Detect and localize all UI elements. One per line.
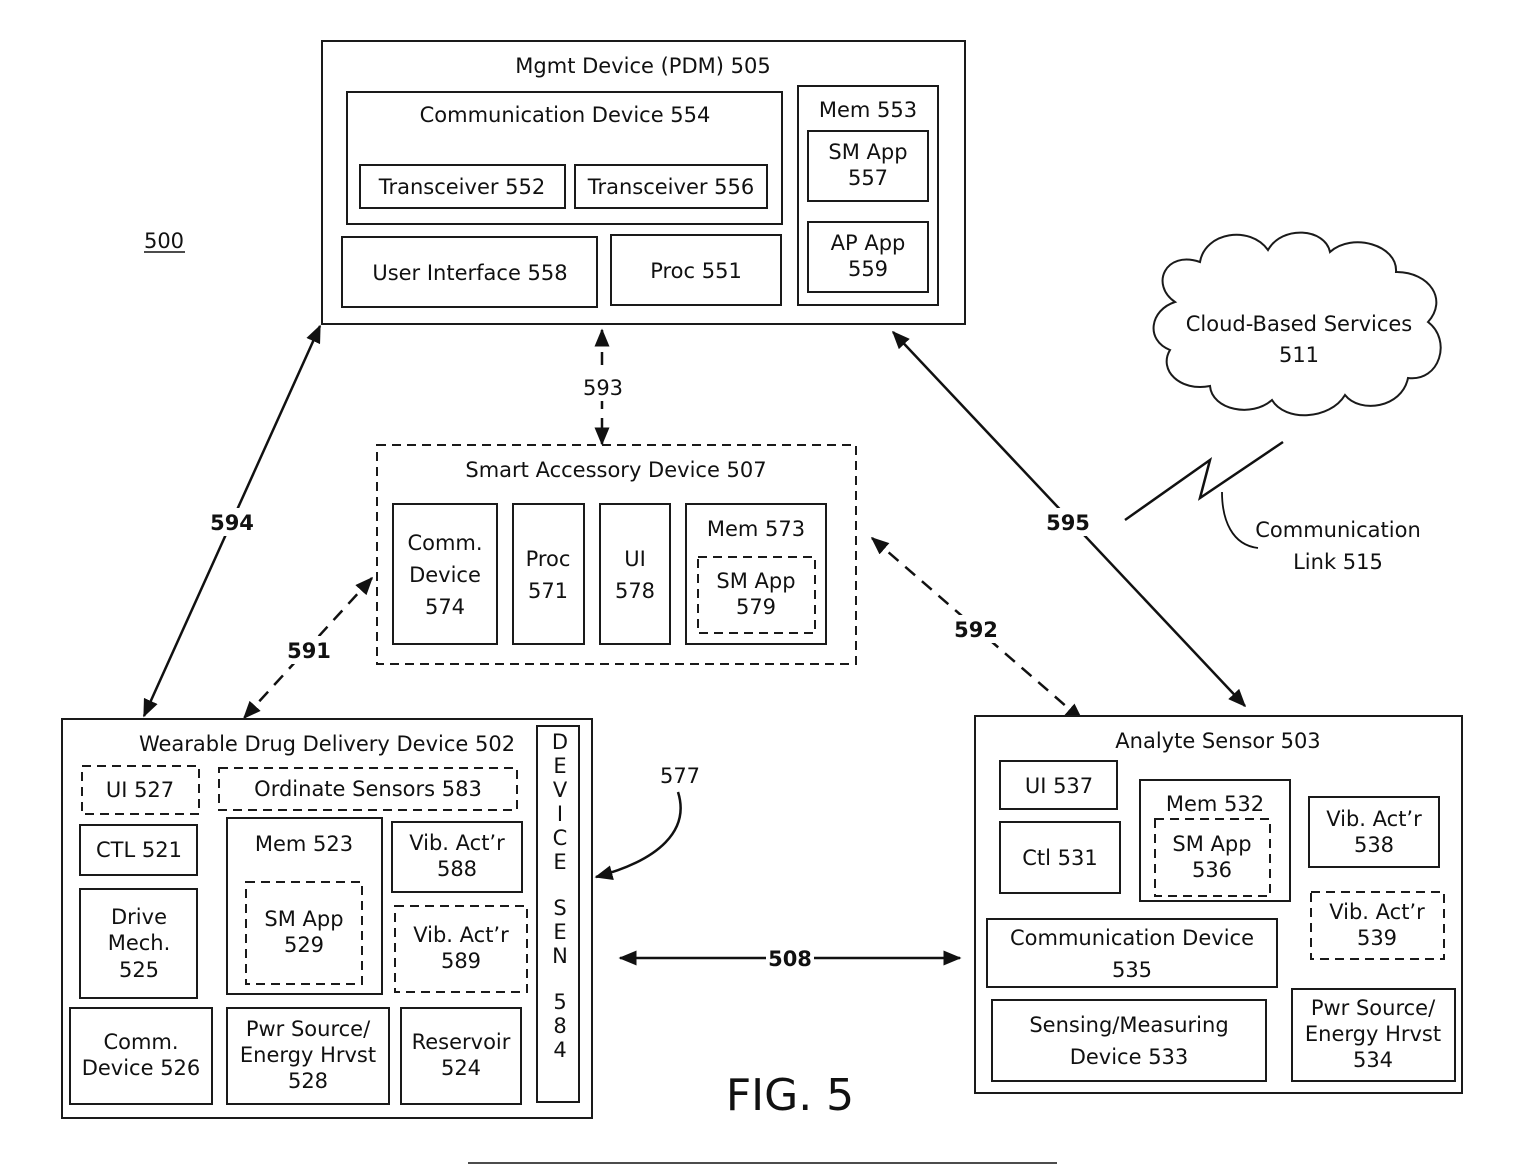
accessory-sm-app-line1: SM App [716, 569, 795, 593]
analyte-comm-line2: 535 [1112, 958, 1152, 982]
analyte-ui-label: UI 537 [1025, 774, 1093, 798]
analyte-vib-539-line1: Vib. Act’r [1329, 900, 1425, 924]
link-595-label: 595 [1046, 511, 1090, 535]
device-sensor-char: 4 [553, 1038, 566, 1062]
mgmt-mem-label: Mem 553 [819, 98, 917, 122]
analyte-vib-538-line1: Vib. Act’r [1326, 807, 1422, 831]
transceiver-556-label: Transceiver 556 [587, 175, 755, 199]
mgmt-comm-device-title: Communication Device 554 [420, 103, 711, 127]
analyte-pwr-line3: 534 [1353, 1048, 1393, 1072]
link-593-label: 593 [583, 376, 623, 400]
wearable-pwr-line1: Pwr Source/ [246, 1017, 371, 1041]
device-sensor-char: C [553, 826, 568, 850]
device-sensor-char: N [552, 944, 568, 968]
wearable-comm-line1: Comm. [103, 1030, 178, 1054]
device-sensor-char: I [557, 802, 563, 826]
mgmt-device-title: Mgmt Device (PDM) 505 [515, 54, 770, 78]
analyte-pwr-line1: Pwr Source/ [1311, 996, 1436, 1020]
ref-577-arrow [596, 792, 681, 877]
device-sensor-letters: DEVICESEN584 [552, 730, 568, 1062]
accessory-comm-line3: 574 [425, 595, 465, 619]
wearable-sm-app-line1: SM App [264, 907, 343, 931]
wearable-vib-588-line1: Vib. Act’r [409, 831, 505, 855]
accessory-proc [513, 504, 584, 644]
sensing-line2: Device 533 [1070, 1045, 1189, 1069]
wearable-ctl-label: CTL 521 [96, 838, 182, 862]
accessory-proc-line2: 571 [528, 579, 568, 603]
device-sensor-char: E [553, 754, 566, 778]
smart-accessory-device: Smart Accessory Device 507 Comm. Device … [377, 445, 856, 664]
accessory-sm-app-line2: 579 [736, 595, 776, 619]
wearable-vib-588-line2: 588 [437, 857, 477, 881]
accessory-ui-line1: UI [624, 547, 646, 571]
wearable-device: Wearable Drug Delivery Device 502 UI 527… [62, 719, 592, 1118]
mgmt-device: Mgmt Device (PDM) 505 Communication Devi… [322, 41, 965, 324]
accessory-comm-line2: Device [409, 563, 481, 587]
reservoir-line2: 524 [441, 1056, 481, 1080]
wearable-pwr-line3: 528 [288, 1069, 328, 1093]
lightning-bolt-icon [1125, 442, 1283, 520]
device-sensor-char: 8 [553, 1014, 566, 1038]
ref-577-label: 577 [660, 764, 700, 788]
cloud-label-line2: 511 [1279, 343, 1319, 367]
drive-mech-line3: 525 [119, 958, 159, 982]
device-sensor-char: V [553, 778, 568, 802]
accessory-title: Smart Accessory Device 507 [465, 458, 766, 482]
wearable-title: Wearable Drug Delivery Device 502 [139, 732, 515, 756]
ordinate-sensors-label: Ordinate Sensors 583 [254, 777, 482, 801]
mgmt-proc-label: Proc 551 [650, 259, 742, 283]
link-508-label: 508 [768, 947, 812, 971]
wearable-vib-589-line2: 589 [441, 949, 481, 973]
comm-link-label-line1: Communication [1255, 518, 1421, 542]
transceiver-552-label: Transceiver 552 [378, 175, 546, 199]
wearable-pwr-line2: Energy Hrvst [240, 1043, 376, 1067]
mgmt-sm-app-line1: SM App [828, 140, 907, 164]
accessory-mem-label: Mem 573 [707, 517, 805, 541]
link-592-label: 592 [954, 618, 998, 642]
drive-mech-line1: Drive [111, 905, 167, 929]
analyte-mem-label: Mem 532 [1166, 792, 1264, 816]
device-sensor-char: E [553, 850, 566, 874]
sensing-line1: Sensing/Measuring [1029, 1013, 1228, 1037]
link-594-label: 594 [210, 511, 254, 535]
mgmt-sm-app-line2: 557 [848, 166, 888, 190]
analyte-ctl-label: Ctl 531 [1022, 846, 1098, 870]
accessory-ui-line2: 578 [615, 579, 655, 603]
device-sensor-char: D [552, 730, 568, 754]
wearable-mem-label: Mem 523 [255, 832, 353, 856]
analyte-vib-538-line2: 538 [1354, 833, 1394, 857]
link-591-label: 591 [287, 639, 331, 663]
device-sensor-char: E [553, 920, 566, 944]
analyte-comm-line1: Communication Device [1010, 926, 1254, 950]
analyte-title: Analyte Sensor 503 [1115, 729, 1320, 753]
wearable-ui-label: UI 527 [106, 778, 174, 802]
cloud-services: Cloud-Based Services 511 [1154, 233, 1441, 416]
comm-link-leader [1222, 492, 1258, 548]
analyte-sm-app-line1: SM App [1172, 832, 1251, 856]
figure-caption: FIG. 5 [726, 1070, 854, 1121]
accessory-proc-line1: Proc [526, 547, 571, 571]
mgmt-user-interface-label: User Interface 558 [372, 261, 567, 285]
wearable-vib-589-line1: Vib. Act’r [413, 923, 509, 947]
analyte-sensor: Analyte Sensor 503 UI 537 Ctl 531 Mem 53… [975, 716, 1462, 1093]
drive-mech-line2: Mech. [108, 931, 171, 955]
wearable-comm-line2: Device 526 [82, 1056, 201, 1080]
system-ref: 500 [144, 229, 184, 253]
comm-link-label-line2: Link 515 [1293, 550, 1383, 574]
mgmt-ap-app-line2: 559 [848, 257, 888, 281]
accessory-comm-line1: Comm. [407, 531, 482, 555]
reservoir-line1: Reservoir [412, 1030, 511, 1054]
analyte-pwr-line2: Energy Hrvst [1305, 1022, 1441, 1046]
cloud-label-line1: Cloud-Based Services [1186, 312, 1413, 336]
device-sensor-char: 5 [553, 990, 566, 1014]
analyte-vib-539-line2: 539 [1357, 926, 1397, 950]
device-sensor-char: S [553, 896, 566, 920]
accessory-ui [600, 504, 670, 644]
wearable-sm-app-line2: 529 [284, 933, 324, 957]
analyte-sm-app-line2: 536 [1192, 858, 1232, 882]
mgmt-ap-app-line1: AP App [831, 231, 906, 255]
